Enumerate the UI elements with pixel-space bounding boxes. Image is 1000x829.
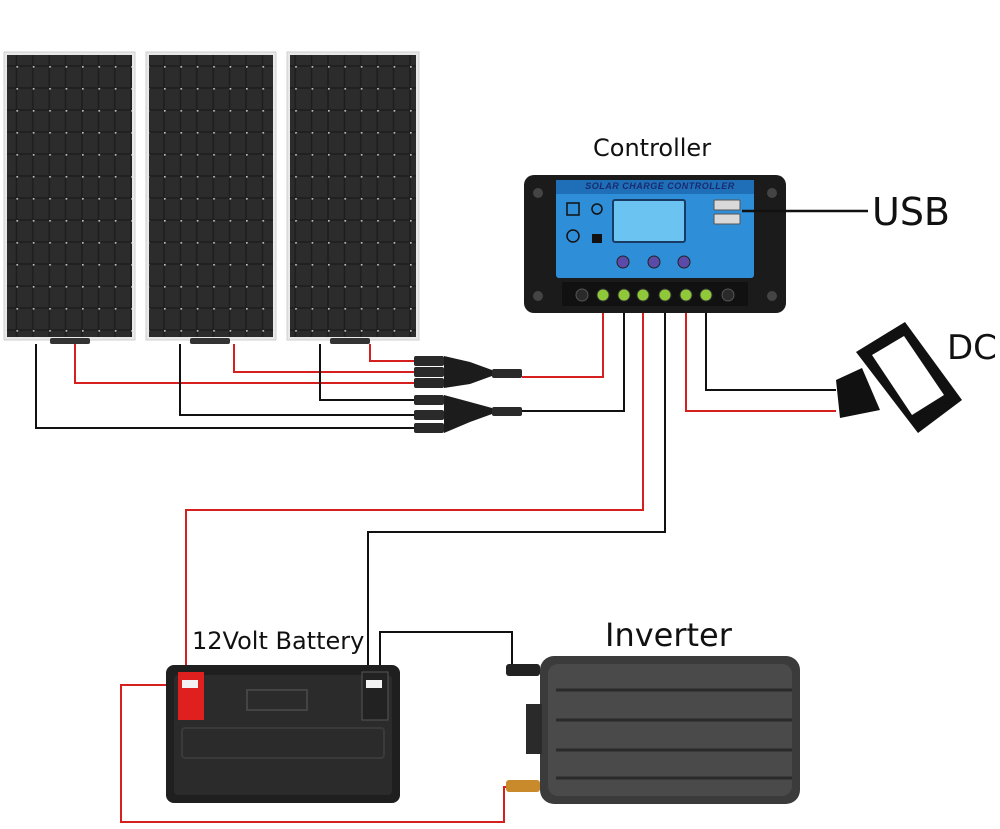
solar-panel-2 [145,51,277,341]
lock-icon [592,234,602,243]
dc-lamp [836,322,962,433]
panel-wires [35,344,414,429]
solar-panel-3 [286,51,420,341]
battery-negative-terminal [361,671,389,721]
pv-negative-to-controller [522,313,625,412]
controller-face-title: SOLAR CHARGE CONTROLLER [585,181,735,191]
inverter-label: Inverter [605,616,732,654]
battery-label-plate [246,689,308,711]
usb-label: USB [872,190,951,234]
battery-label: 12Volt Battery [192,627,365,655]
clock-icon [566,229,580,243]
branch-connector-positive [414,356,522,388]
junction-box-2 [190,338,230,344]
usb-port-2 [713,213,741,225]
dc-label: DC [947,328,997,368]
inverter [506,656,800,804]
plus-button [677,255,691,269]
pv-positive-to-controller [522,313,604,378]
inverter-positive-terminal [506,780,540,792]
charge-controller [524,175,786,313]
solar-panel-1 [3,51,136,341]
setting-icon [591,203,603,215]
menu-button [616,255,630,269]
junction-box-3 [330,338,370,344]
panel3-negative-wire [319,344,414,401]
load-positive-wire [685,313,836,412]
terminal-strip [562,282,748,306]
controller-lcd [612,199,686,243]
junction-box-1 [50,338,90,344]
panel2-positive-wire [233,344,414,373]
minus-button [647,255,661,269]
battery-positive-terminal [178,672,204,720]
mode-icon [566,202,580,216]
controller-label: Controller [593,134,712,162]
usb-port-1 [713,199,741,211]
load-negative-wire [705,313,836,391]
battery [166,665,400,803]
battery-negative-wire [367,313,666,675]
panel3-positive-wire [369,344,414,362]
inverter-negative-wire [379,631,513,675]
panel2-negative-wire [179,344,414,416]
battery-positive-wire [185,313,644,675]
inverter-negative-terminal [506,664,540,676]
panel1-negative-wire [35,344,414,429]
panel1-positive-wire [74,344,414,384]
branch-connector-negative [414,395,522,433]
